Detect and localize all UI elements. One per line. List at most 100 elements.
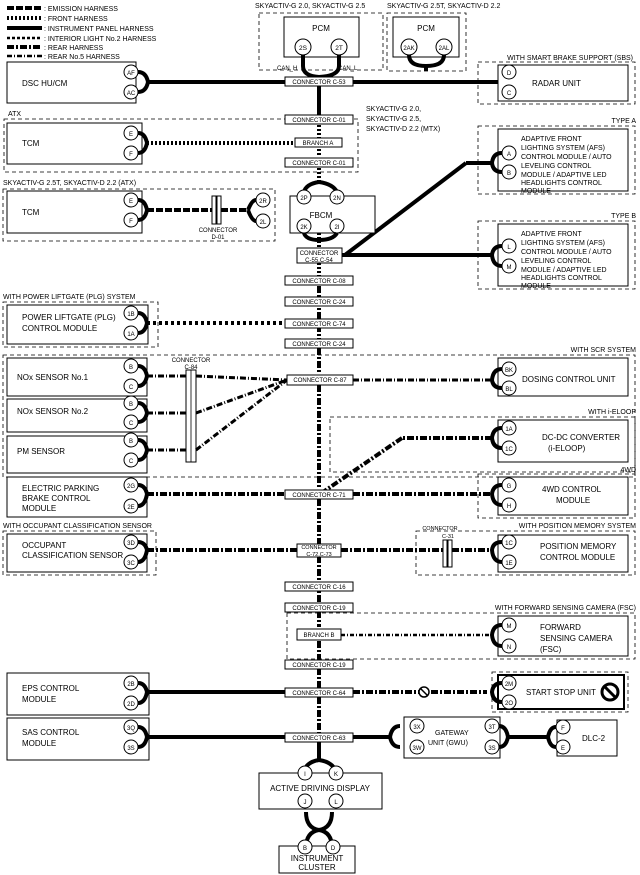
afs-b-line3: CONTROL MODULE / AUTO <box>521 249 612 256</box>
afs-a-line6: HEADLIGHTS CONTROL <box>521 180 602 187</box>
pin-ic-b: B <box>303 846 307 852</box>
pin-2e: 2E <box>127 505 134 511</box>
afs-a-line3: CONTROL MODULE / AUTO <box>521 154 612 161</box>
connector-c55-bottom: C-55,C-54 <box>305 258 333 264</box>
pin-3s: 3S <box>127 746 134 752</box>
pin-2r: 2R <box>259 199 267 205</box>
connector-c24-bottom: CONNECTOR C-24 <box>292 342 346 348</box>
radar-label: RADAR UNIT <box>532 79 581 88</box>
pin-ads-k: K <box>334 772 338 778</box>
connector-c16: CONNECTOR C-16 <box>292 585 346 591</box>
mtx-line3: SKYACTIV-D 2.2 (MTX) <box>366 126 440 133</box>
fbcm: FBCM 2P 2N 2K 2I <box>289 180 376 242</box>
pin-afs-a-a: A <box>507 152 511 158</box>
pin-dcdc-1a: 1A <box>505 427 512 433</box>
pos-line1: POSITION MEMORY <box>540 542 617 551</box>
pin-pm-b: B <box>129 439 133 445</box>
tcm2-label: TCM <box>22 208 40 217</box>
pin-3c: 3C <box>127 561 135 567</box>
ieloop-group: WITH i-ELOOP DC-DC CONVERTER (i-ELOOP) 1… <box>321 409 636 494</box>
pin-bk: BK <box>505 368 513 374</box>
pin-dcdc-1c: 1C <box>505 447 513 453</box>
pin-afs-b-m: M <box>507 265 512 271</box>
trunk-connectors-upper: CONNECTOR C-08 CONNECTOR C-24 <box>284 275 354 307</box>
connector-c64: CONNECTOR C-64 <box>292 691 346 697</box>
branch-a: BRANCH A <box>303 141 334 147</box>
pcm-group-sky2: SKYACTIV-G 2.5T, SKYACTIV-D 2.2 PCM 2AK … <box>386 3 500 72</box>
group-atx-label: ATX <box>8 111 21 118</box>
pin-gw-3s: 3S <box>488 746 495 752</box>
group-4wd-label: 4WD <box>620 467 636 474</box>
occupant-row: WITH OCCUPANT CLASSIFICATION SENSOR OCCU… <box>2 523 636 576</box>
pin-3t: 3T <box>488 725 495 731</box>
can-trunk <box>304 86 334 849</box>
pin-dlc-e: E <box>561 746 565 752</box>
pin-2d: 2D <box>127 702 135 708</box>
pin-1b: 1B <box>127 312 134 318</box>
dcdc-line2: (i-ELOOP) <box>548 444 586 453</box>
connector-c53: CONNECTOR C-53 <box>292 80 346 86</box>
pin-3x: 3X <box>413 725 420 731</box>
dcdc-line1: DC-DC CONVERTER <box>542 433 620 442</box>
afs-a-line4: LEVELING CONTROL <box>521 163 592 170</box>
connector-c19-bottom: CONNECTOR C-19 <box>292 663 346 669</box>
pin-pm-c: C <box>129 459 134 465</box>
pin-af: AF <box>127 71 135 77</box>
pin-nox1-b: B <box>129 365 133 371</box>
trunk-connectors-middle: CONNECTOR C-16 CONNECTOR C-19 <box>284 581 354 613</box>
can-h-label: CAN_H <box>277 66 297 72</box>
connector-c24-top: CONNECTOR C-24 <box>292 300 346 306</box>
connector-c84-top: CONNECTOR <box>172 358 211 364</box>
pin-afs-b-l: L <box>507 245 511 251</box>
prohibited-icon <box>600 682 620 702</box>
afs-b-line7: MODULE <box>521 283 551 290</box>
dlc-label: DLC-2 <box>582 734 606 743</box>
connector-c72-bottom: C-72,C-73 <box>306 552 331 558</box>
pin-2i: 2I <box>334 225 339 231</box>
connector-c31-bottom: C-31 <box>442 534 454 540</box>
fwd-line1: 4WD CONTROL <box>542 485 602 494</box>
pin-ads-i: I <box>304 772 306 778</box>
pcm-group-sky1: SKYACTIV-G 2.0, SKYACTIV-G 2.5 PCM 2S 2T… <box>255 3 384 86</box>
instrument-cluster: INSTRUMENT CLUSTER B D <box>278 839 356 874</box>
group-plg-label: WITH POWER LIFTGATE (PLG) SYSTEM <box>3 294 136 301</box>
afs-a-line5: MODULE / ADAPTIVE LED <box>521 172 607 179</box>
sas-line2: MODULE <box>22 739 56 748</box>
pin-2p: 2P <box>300 196 307 202</box>
legend-instrument: : INSTRUMENT PANEL HARNESS <box>44 26 154 33</box>
atx25t-group: SKYACTIV-G 2.5T, SKYACTIV-D 2.2 (ATX) TC… <box>2 180 276 242</box>
connector-c71: CONNECTOR C-71 <box>292 493 346 499</box>
group-scr-label: WITH SCR SYSTEM <box>571 347 637 354</box>
connector-c31-top: CONNECTOR <box>422 526 457 532</box>
pin-4wd-h: H <box>507 504 511 510</box>
group-pms-label: WITH POSITION MEMORY SYSTEM <box>519 523 636 530</box>
pin-fsc-n: N <box>507 645 511 651</box>
pin-2n: 2N <box>333 196 341 202</box>
legend-front: : FRONT HARNESS <box>44 16 108 23</box>
afs-a-line7: MODULE <box>521 188 551 195</box>
eps-line2: MODULE <box>22 695 56 704</box>
connector-c55-top: CONNECTOR <box>300 251 339 257</box>
gateway-line2: UNIT (GWU) <box>428 740 468 747</box>
pin-dlc-f: F <box>561 726 565 732</box>
ssu-label: START STOP UNIT <box>526 688 596 697</box>
pin-nox2-b: B <box>129 402 133 408</box>
connector-c63: CONNECTOR C-63 <box>292 736 346 742</box>
group-sky2-label: SKYACTIV-G 2.5T, SKYACTIV-D 2.2 <box>387 3 500 10</box>
plg-line1: POWER LIFTGATE (PLG) <box>22 313 116 322</box>
occ-line2: CLASSIFICATION SENSOR <box>22 551 123 560</box>
plg-group: WITH POWER LIFTGATE (PLG) SYSTEM POWER L… <box>2 294 354 349</box>
occ-line1: OCCUPANT <box>22 541 66 550</box>
ads-label: ACTIVE DRIVING DISPLAY <box>270 784 371 793</box>
nox2-label: NOx SENSOR No.2 <box>17 407 89 416</box>
pin-ic-d: D <box>331 846 336 852</box>
legend-rear5: : REAR No.5 HARNESS <box>44 54 120 61</box>
legend-rear: : REAR HARNESS <box>44 45 103 52</box>
legend-interior: : INTERIOR LIGHT No.2 HARNESS <box>44 36 157 43</box>
group-occ-label: WITH OCCUPANT CLASSIFICATION SENSOR <box>3 523 152 530</box>
group-typea-label: TYPE A <box>611 118 636 125</box>
afs-b-line6: HEADLIGHTS CONTROL <box>521 275 602 282</box>
connector-c08: CONNECTOR C-08 <box>292 279 346 285</box>
afs-type-a: TYPE A ADAPTIVE FRONT LIGHTING SYSTEM (A… <box>343 118 636 257</box>
